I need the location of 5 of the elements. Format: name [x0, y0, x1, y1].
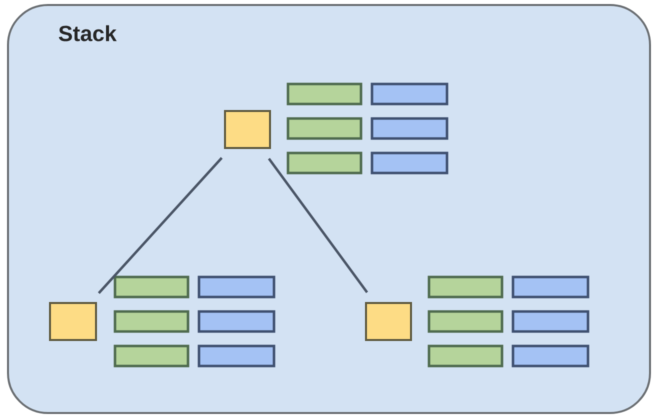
element-square: [49, 302, 97, 341]
element-square: [224, 110, 271, 149]
connector-line: [98, 157, 223, 294]
element-square: [365, 302, 412, 341]
connector-line: [268, 158, 368, 294]
